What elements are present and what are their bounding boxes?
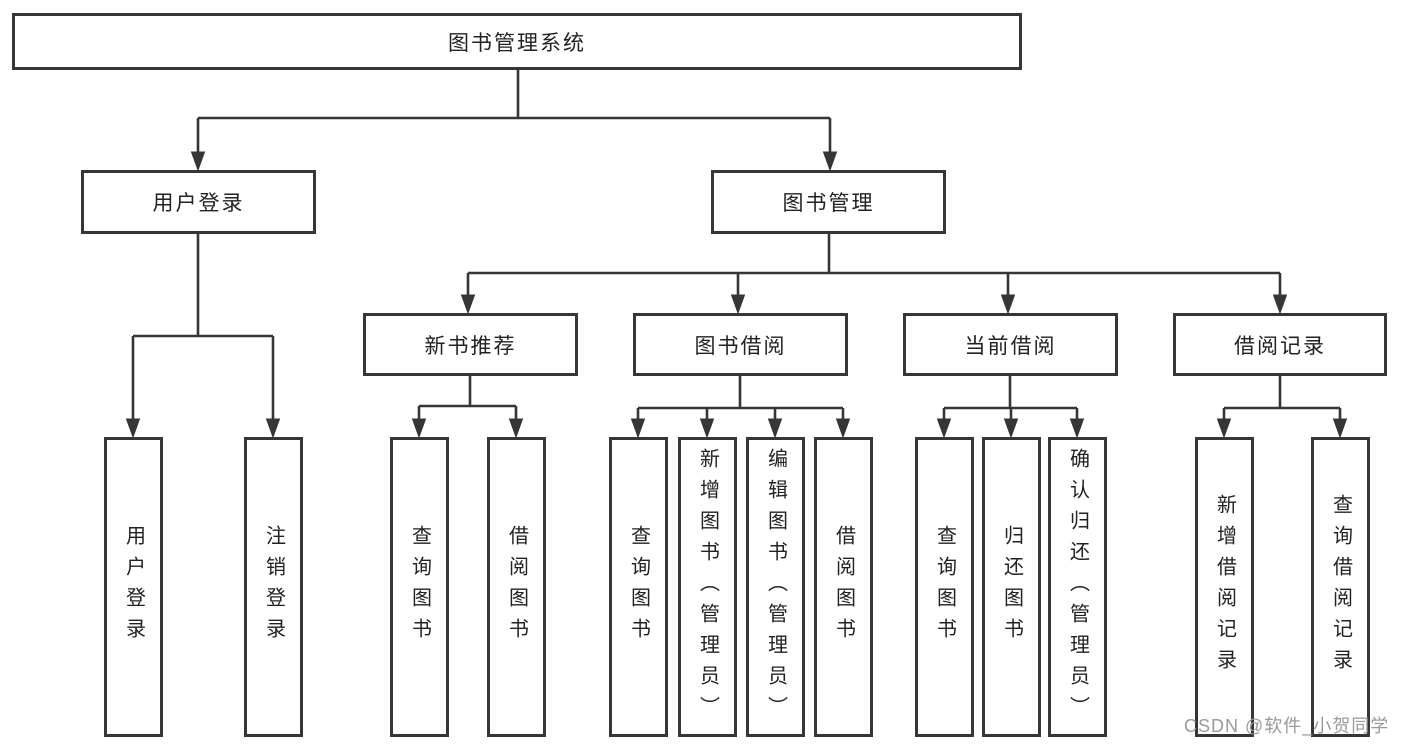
node-user-login-label: 用户登录 xyxy=(152,192,245,215)
connector-borrow-records-branch xyxy=(1216,376,1348,439)
leaf-return-books-label: 归还图书 xyxy=(1000,525,1023,649)
leaf-user-login-label: 用户登录 xyxy=(122,525,145,649)
leaf-recommend-query-books: 查询图书 xyxy=(390,437,449,737)
leaf-query-borrow-record-label: 查询借阅记录 xyxy=(1329,494,1352,680)
leaf-add-borrow-record-label: 新增借阅记录 xyxy=(1213,494,1236,680)
connector-current-borrow-branch xyxy=(936,376,1085,439)
connector-user-login-branch xyxy=(125,234,281,439)
node-borrow-records-label: 借阅记录 xyxy=(1234,334,1326,358)
node-book-borrow: 图书借阅 xyxy=(633,313,848,376)
node-new-book-recommend-label: 新书推荐 xyxy=(424,334,517,358)
leaf-confirm-return-admin-label: 确认归还（管理员） xyxy=(1066,447,1089,727)
leaf-user-login: 用户登录 xyxy=(104,437,163,737)
node-book-borrow-label: 图书借阅 xyxy=(694,334,787,358)
csdn-watermark: CSDN @软件_小贺同学 xyxy=(1184,716,1390,736)
connector-new-book-recommend-branch xyxy=(411,376,524,439)
leaf-borrow-books-label: 借阅图书 xyxy=(832,525,855,649)
node-book-management: 图书管理 xyxy=(711,170,946,234)
leaf-query-borrow-record: 查询借阅记录 xyxy=(1311,437,1370,737)
node-borrow-records: 借阅记录 xyxy=(1173,313,1387,376)
leaf-recommend-query-books-label: 查询图书 xyxy=(408,525,431,649)
connector-book-borrow-branch xyxy=(630,376,851,439)
leaf-recommend-borrow-books: 借阅图书 xyxy=(487,437,546,737)
node-book-management-label: 图书管理 xyxy=(782,192,875,215)
leaf-add-borrow-record: 新增借阅记录 xyxy=(1195,437,1254,737)
leaf-borrow-books: 借阅图书 xyxy=(814,437,873,737)
leaf-logout-label: 注销登录 xyxy=(262,525,285,649)
connector-book-management-branch xyxy=(460,234,1288,315)
connector-root-to-level2 xyxy=(190,70,838,172)
leaf-recommend-borrow-books-label: 借阅图书 xyxy=(505,525,528,649)
leaf-edit-books-admin-label: 编辑图书（管理员） xyxy=(764,447,787,727)
leaf-confirm-return-admin: 确认归还（管理员） xyxy=(1048,437,1107,737)
node-current-borrow: 当前借阅 xyxy=(903,313,1118,376)
leaf-current-query-books: 查询图书 xyxy=(915,437,974,737)
leaf-current-query-books-label: 查询图书 xyxy=(933,525,956,649)
node-user-login: 用户登录 xyxy=(81,170,316,234)
leaf-add-books-admin: 新增图书（管理员） xyxy=(678,437,737,737)
leaf-borrow-query-books: 查询图书 xyxy=(609,437,668,737)
leaf-edit-books-admin: 编辑图书（管理员） xyxy=(746,437,805,737)
leaf-return-books: 归还图书 xyxy=(982,437,1041,737)
leaf-logout: 注销登录 xyxy=(244,437,303,737)
node-root-label: 图书管理系统 xyxy=(448,31,586,55)
node-root: 图书管理系统 xyxy=(12,13,1022,70)
leaf-add-books-admin-label: 新增图书（管理员） xyxy=(696,447,719,727)
node-new-book-recommend: 新书推荐 xyxy=(363,313,578,376)
leaf-borrow-query-books-label: 查询图书 xyxy=(627,525,650,649)
node-current-borrow-label: 当前借阅 xyxy=(964,334,1057,358)
